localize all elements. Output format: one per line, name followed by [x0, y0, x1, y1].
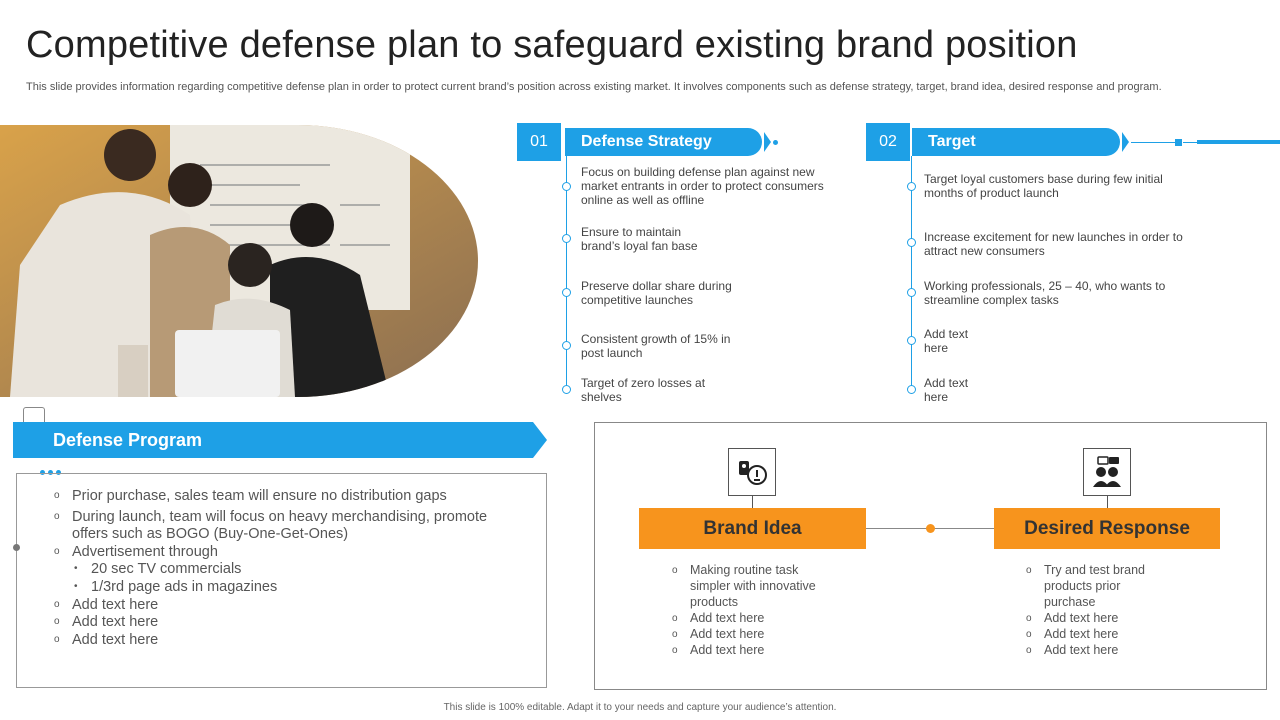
bullet: o [672, 613, 678, 624]
brand-idea-item: Making routine task simpler with innovat… [690, 563, 816, 609]
target-connector-bar [1197, 140, 1280, 144]
bullet: o [672, 565, 678, 576]
bullet: o [1026, 565, 1032, 576]
strategy-item: Ensure to maintain brand’s loyal fan bas… [581, 225, 698, 253]
target-item: Working professionals, 25 – 40, who want… [924, 279, 1166, 307]
team-photo [0, 125, 478, 397]
strategy-item: Preserve dollar share during competitive… [581, 279, 732, 307]
strategy-arrow [764, 132, 771, 152]
strategy-heading: Defense Strategy [565, 128, 762, 156]
page-description: This slide provides information regardin… [26, 81, 1162, 93]
bullet: o [1026, 629, 1032, 640]
target-connector [1131, 142, 1176, 143]
brand-idea-item: Add text here [690, 611, 765, 625]
program-item: Advertisement through [72, 544, 218, 560]
brand-idea-item: Add text here [690, 643, 765, 657]
brand-idea-item: Add text here [690, 627, 765, 641]
target-dot [907, 385, 916, 394]
desired-response-item: Add text here [1044, 643, 1119, 657]
program-item: Add text here [72, 597, 159, 613]
people-chat-icon [1083, 448, 1131, 496]
strategy-timeline [566, 156, 567, 388]
brand-idea-heading: Brand Idea [639, 508, 866, 549]
desired-response-heading: Desired Response [994, 508, 1220, 549]
program-side-dot [13, 544, 20, 551]
idea-response-box [594, 422, 1267, 690]
icon-connector [1107, 496, 1108, 508]
program-subitem: 20 sec TV commercials [91, 561, 242, 577]
program-item: Prior purchase, sales team will ensure n… [72, 488, 447, 504]
target-item: Add text here [924, 327, 969, 355]
program-dot [56, 470, 61, 475]
footer-note: This slide is 100% editable. Adapt it to… [443, 702, 837, 713]
strategy-dot [562, 341, 571, 350]
page-title: Competitive defense plan to safeguard ex… [26, 24, 1078, 66]
strategy-item: Target of zero losses at shelves [581, 376, 706, 404]
lightbulb-tag-icon [728, 448, 776, 496]
bullet: o [672, 645, 678, 656]
strategy-dot [562, 288, 571, 297]
target-item: Increase excitement for new launches in … [924, 230, 1183, 258]
strategy-number: 01 [517, 123, 561, 161]
program-arrow [533, 422, 547, 458]
bullet: o [54, 511, 60, 522]
target-dot [907, 182, 916, 191]
target-item: Add text here [924, 376, 969, 404]
desired-response-item: Try and test brand products prior purcha… [1044, 563, 1145, 609]
icon-connector [752, 496, 753, 508]
target-dot [907, 336, 916, 345]
bullet: o [54, 634, 60, 645]
program-dot [48, 470, 53, 475]
target-heading: Target [912, 128, 1120, 156]
target-item: Target loyal customers base during few i… [924, 172, 1163, 200]
program-heading: Defense Program [53, 430, 203, 450]
program-subitem: 1/3rd page ads in magazines [91, 579, 278, 595]
program-item: Add text here [72, 614, 159, 630]
bullet: o [672, 629, 678, 640]
bullet: o [54, 546, 60, 557]
bullet: • [74, 563, 78, 574]
program-bracket [23, 407, 45, 428]
program-dot [40, 470, 45, 475]
bullet: o [1026, 645, 1032, 656]
strategy-end-dot [773, 140, 778, 145]
strategy-item: Consistent growth of 15% in post launch [581, 332, 731, 360]
strategy-dot [562, 234, 571, 243]
target-dot [907, 288, 916, 297]
strategy-dot [562, 385, 571, 394]
strategy-item: Focus on building defense plan against n… [581, 165, 824, 207]
target-connector [1183, 142, 1197, 143]
program-item: During launch, team will focus on heavy … [72, 509, 488, 542]
target-connector-square [1175, 139, 1182, 146]
connector-dot [926, 524, 935, 533]
target-dot [907, 238, 916, 247]
bullet: o [1026, 613, 1032, 624]
desired-response-item: Add text here [1044, 611, 1119, 625]
target-number: 02 [866, 123, 910, 161]
target-arrow [1122, 132, 1129, 152]
bullet: o [54, 616, 60, 627]
desired-response-item: Add text here [1044, 627, 1119, 641]
program-item: Add text here [72, 632, 159, 648]
bullet: • [74, 581, 78, 592]
bullet: o [54, 490, 60, 501]
bullet: o [54, 599, 60, 610]
program-box [16, 473, 547, 688]
target-timeline [911, 156, 912, 388]
program-bar [13, 422, 533, 458]
strategy-dot [562, 182, 571, 191]
